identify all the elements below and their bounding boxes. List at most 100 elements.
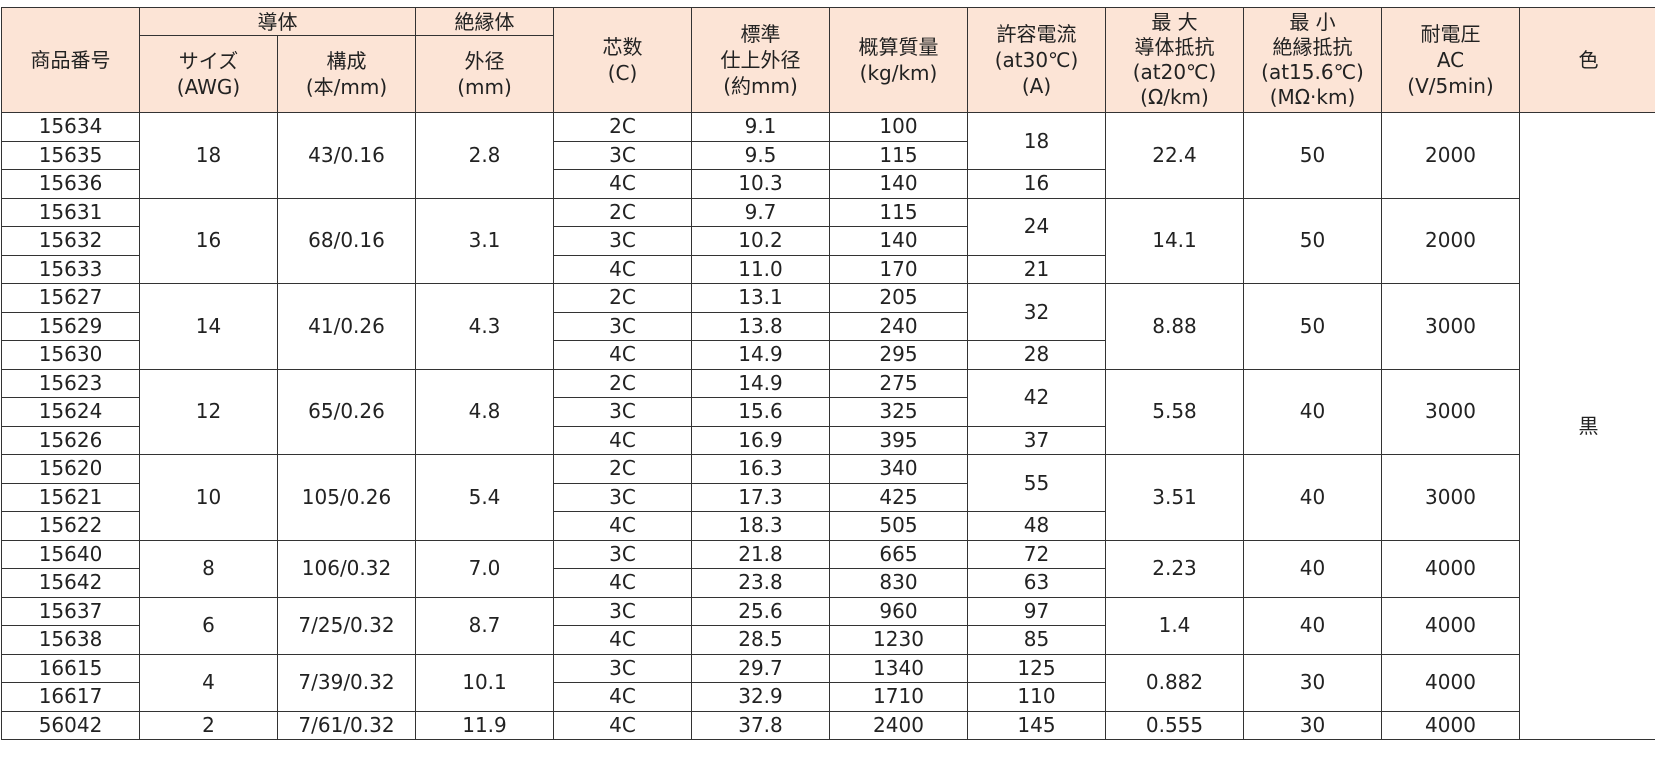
size-awg-cell: 18	[139, 112, 278, 199]
finish-od-cell: 9.1	[691, 112, 830, 142]
allowable-current-cell: 18	[967, 112, 1106, 170]
mass-cell: 100	[829, 112, 968, 142]
mass-cell: 115	[829, 140, 968, 170]
table-header: 商品番号 導体 絶縁体 芯数(C) 標準仕上外径(約mm) 概算質量(kg/km…	[1, 7, 1655, 113]
finish-od-cell: 15.6	[691, 397, 830, 427]
mass-cell: 140	[829, 169, 968, 199]
cores-cell: 3C	[553, 397, 692, 427]
composition-cell: 106/0.32	[277, 539, 416, 598]
mass-cell: 340	[829, 454, 968, 484]
conductor-resistance-cell: 0.555	[1105, 710, 1244, 740]
finish-od-cell: 10.2	[691, 226, 830, 256]
cores-cell: 2C	[553, 454, 692, 484]
cores-cell: 3C	[553, 539, 692, 569]
header-size: サイズ(AWG)	[139, 35, 278, 113]
finish-od-cell: 9.5	[691, 140, 830, 170]
cores-cell: 4C	[553, 568, 692, 598]
cores-cell: 3C	[553, 311, 692, 341]
insulation-resistance-cell: 50	[1243, 112, 1382, 199]
insulation-resistance-cell: 40	[1243, 368, 1382, 455]
cores-cell: 4C	[553, 254, 692, 284]
mass-cell: 275	[829, 368, 968, 398]
header-color: 色	[1519, 7, 1655, 113]
allowable-current-cell: 55	[967, 454, 1106, 512]
product-no-cell: 15629	[1, 311, 140, 341]
product-no-cell: 15622	[1, 511, 140, 541]
cores-cell: 2C	[553, 283, 692, 313]
mass-cell: 395	[829, 425, 968, 455]
withstand-voltage-cell: 2000	[1381, 197, 1520, 284]
insulation-od-cell: 10.1	[415, 653, 554, 712]
finish-od-cell: 13.1	[691, 283, 830, 313]
size-awg-cell: 2	[139, 710, 278, 740]
mass-cell: 240	[829, 311, 968, 341]
finish-od-cell: 13.8	[691, 311, 830, 341]
insulation-od-cell: 4.8	[415, 368, 554, 455]
finish-od-cell: 21.8	[691, 539, 830, 569]
product-no-cell: 15633	[1, 254, 140, 284]
mass-cell: 960	[829, 596, 968, 626]
header-insulator: 絶縁体	[415, 7, 554, 36]
header-std-finish-dia: 標準仕上外径(約mm)	[691, 7, 830, 113]
allowable-current-cell: 145	[967, 710, 1106, 740]
size-awg-cell: 6	[139, 596, 278, 655]
finish-od-cell: 17.3	[691, 482, 830, 512]
cable-spec-table: 商品番号 導体 絶縁体 芯数(C) 標準仕上外径(約mm) 概算質量(kg/km…	[1, 7, 1655, 740]
allowable-current-cell: 16	[967, 169, 1106, 199]
product-no-cell: 15640	[1, 539, 140, 569]
allowable-current-cell: 28	[967, 340, 1106, 370]
mass-cell: 140	[829, 226, 968, 256]
finish-od-cell: 16.3	[691, 454, 830, 484]
product-no-cell: 15621	[1, 482, 140, 512]
withstand-voltage-cell: 3000	[1381, 283, 1520, 370]
mass-cell: 425	[829, 482, 968, 512]
product-no-cell: 15632	[1, 226, 140, 256]
withstand-voltage-cell: 3000	[1381, 368, 1520, 455]
finish-od-cell: 23.8	[691, 568, 830, 598]
finish-od-cell: 37.8	[691, 710, 830, 740]
header-conductor: 導体	[139, 7, 416, 36]
conductor-resistance-cell: 0.882	[1105, 653, 1244, 712]
insulation-resistance-cell: 40	[1243, 454, 1382, 541]
withstand-voltage-cell: 4000	[1381, 596, 1520, 655]
cores-cell: 4C	[553, 682, 692, 712]
cores-cell: 2C	[553, 197, 692, 227]
header-max-conductor-resistance: 最 大導体抵抗(at20℃)(Ω/km)	[1105, 7, 1244, 113]
finish-od-cell: 11.0	[691, 254, 830, 284]
insulation-resistance-cell: 50	[1243, 197, 1382, 284]
size-awg-cell: 12	[139, 368, 278, 455]
insulation-od-cell: 4.3	[415, 283, 554, 370]
finish-od-cell: 9.7	[691, 197, 830, 227]
product-no-cell: 15638	[1, 625, 140, 655]
mass-cell: 1710	[829, 682, 968, 712]
mass-cell: 115	[829, 197, 968, 227]
header-outer-dia: 外径(mm)	[415, 35, 554, 113]
cores-cell: 3C	[553, 482, 692, 512]
finish-od-cell: 16.9	[691, 425, 830, 455]
insulation-resistance-cell: 30	[1243, 710, 1382, 740]
allowable-current-cell: 85	[967, 625, 1106, 655]
size-awg-cell: 10	[139, 454, 278, 541]
product-no-cell: 15623	[1, 368, 140, 398]
conductor-resistance-cell: 1.4	[1105, 596, 1244, 655]
header-composition: 構成(本/mm)	[277, 35, 416, 113]
allowable-current-cell: 48	[967, 511, 1106, 541]
insulation-od-cell: 8.7	[415, 596, 554, 655]
product-no-cell: 16615	[1, 653, 140, 683]
allowable-current-cell: 24	[967, 197, 1106, 256]
composition-cell: 43/0.16	[277, 112, 416, 199]
insulation-resistance-cell: 30	[1243, 653, 1382, 712]
composition-cell: 41/0.26	[277, 283, 416, 370]
mass-cell: 830	[829, 568, 968, 598]
